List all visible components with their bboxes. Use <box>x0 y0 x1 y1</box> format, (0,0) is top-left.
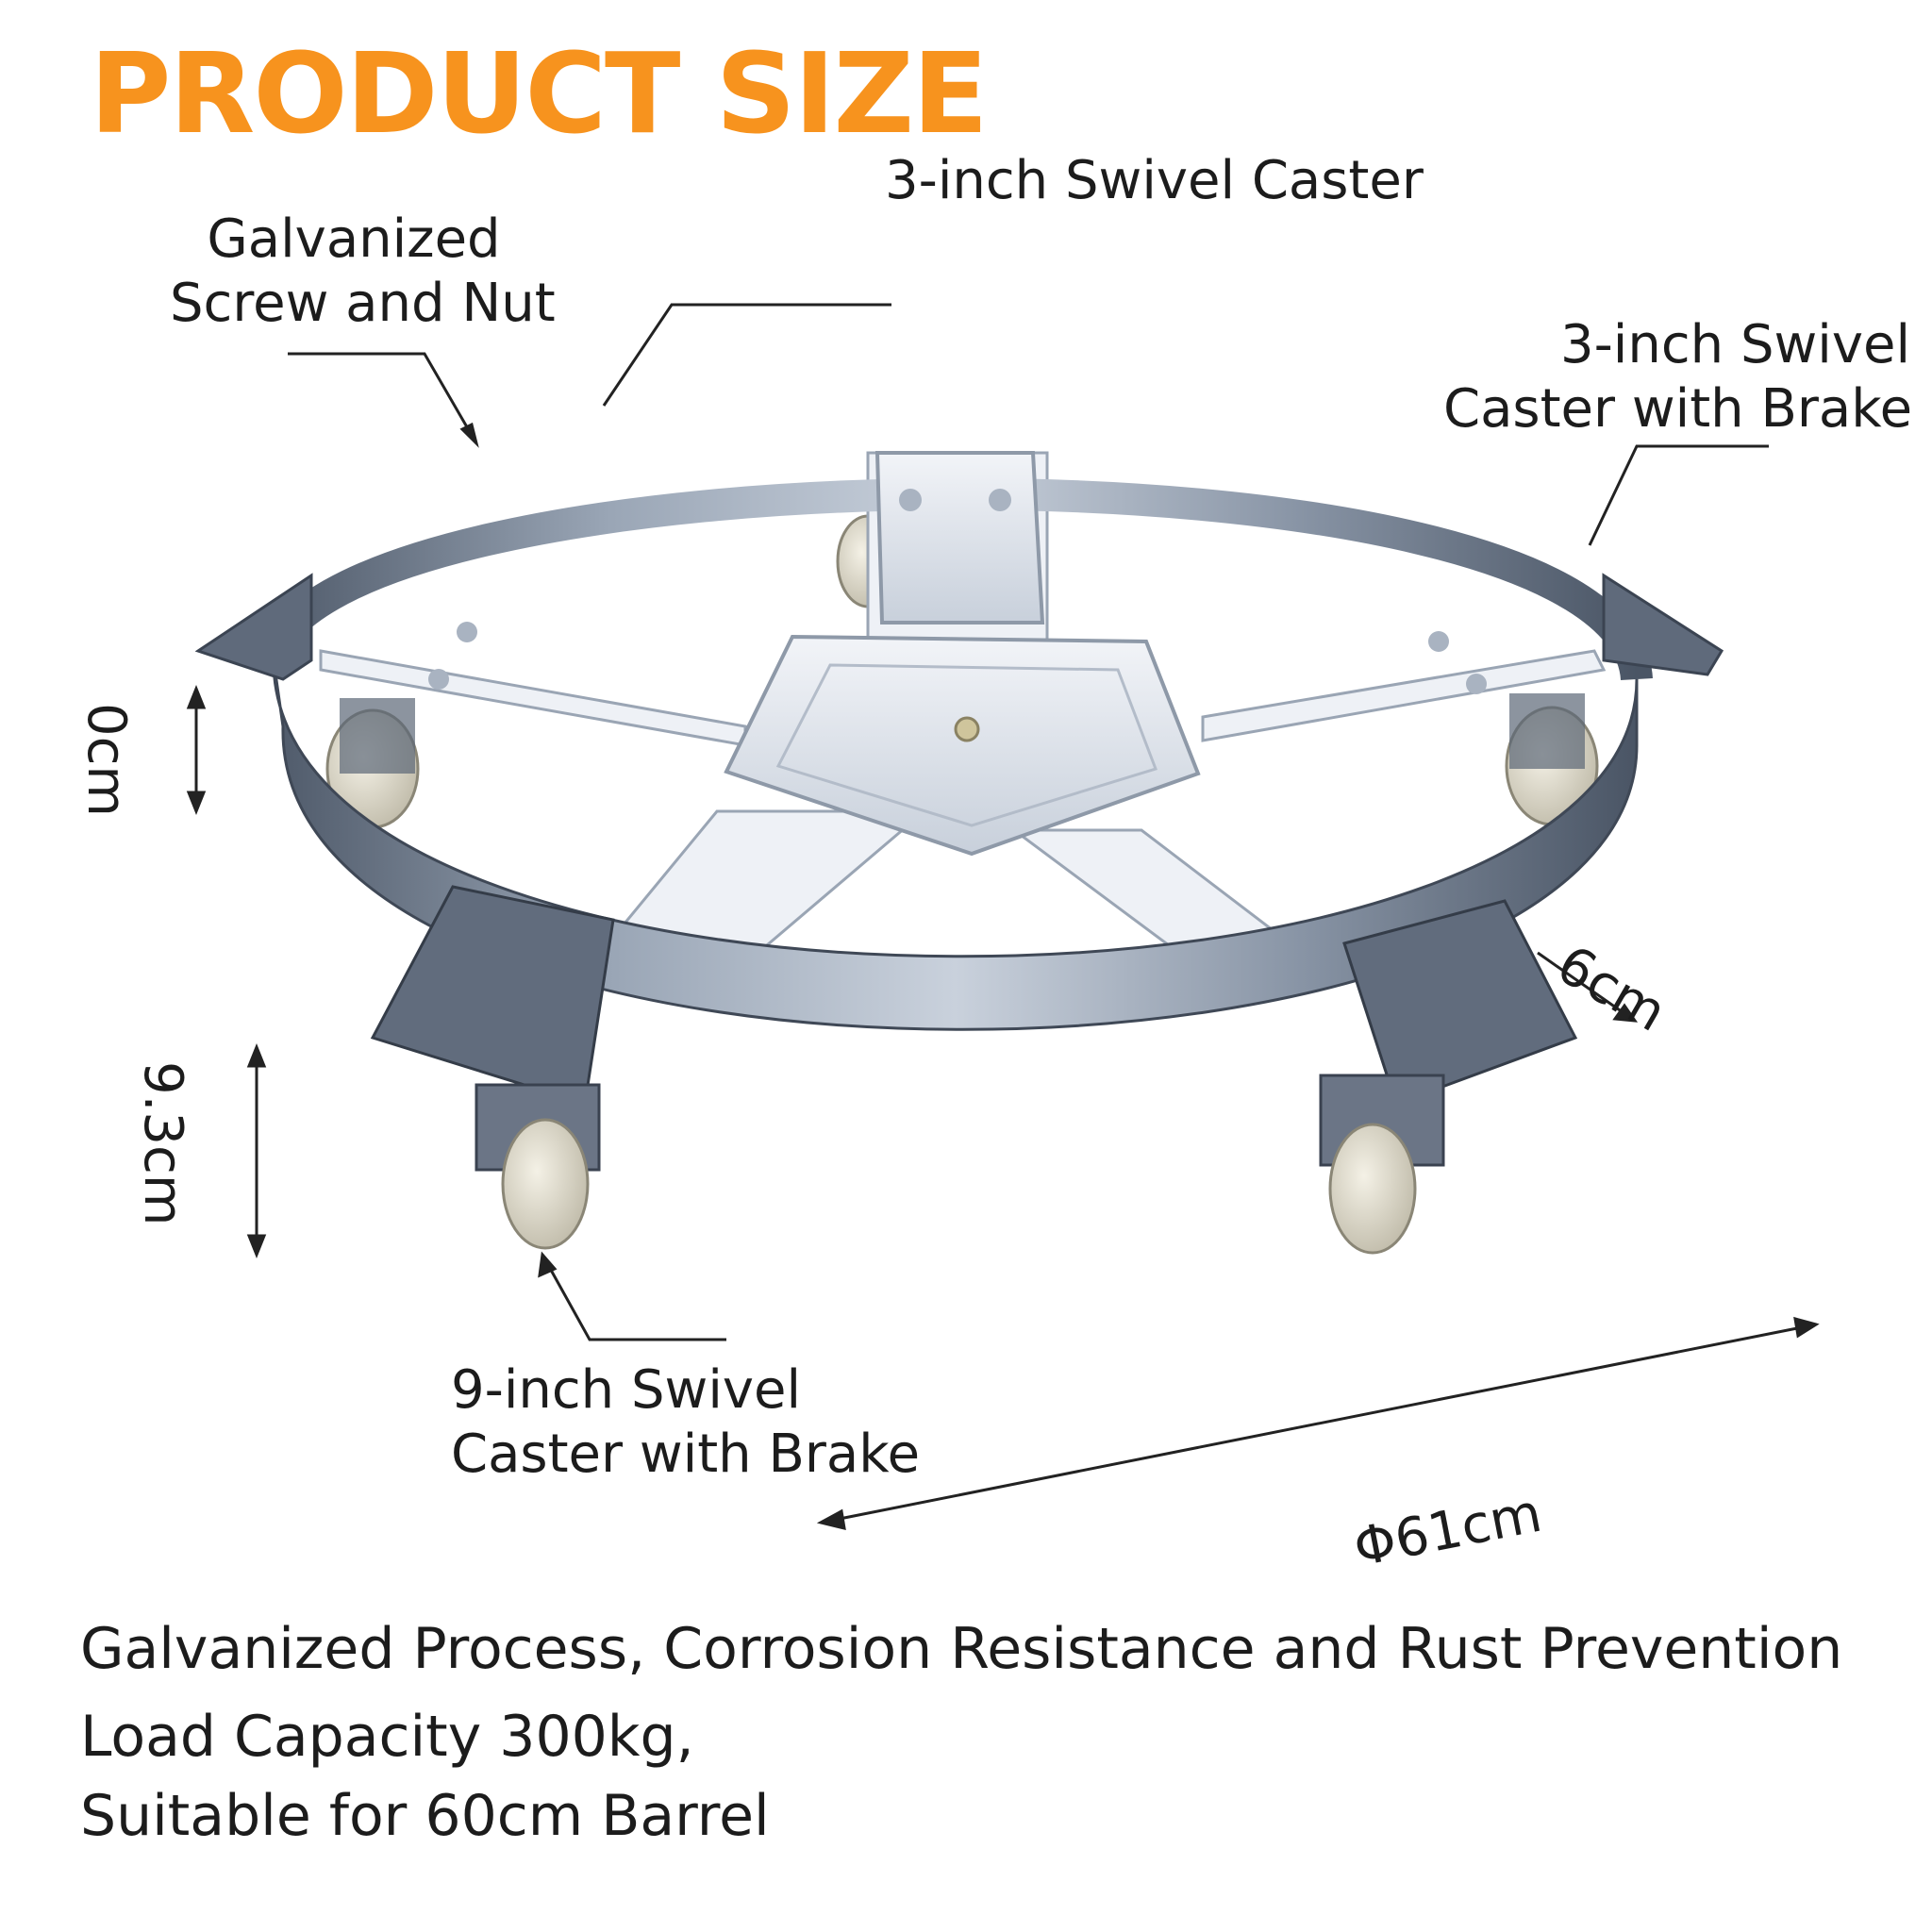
callout-right-caster-line1: 3-inch Swivel <box>1559 314 1910 375</box>
page-title: PRODUCT SIZE <box>90 28 989 158</box>
callout-top-caster: 3-inch Swivel Caster <box>885 150 1424 211</box>
callout-screw-nut-line1: Galvanized <box>207 208 501 270</box>
callout-bottom-caster: 9-inch Swivel Caster with Brake <box>451 1358 920 1487</box>
right-bracket <box>1602 573 1724 676</box>
leader-screw-nut <box>288 352 478 444</box>
band-width-arrow <box>1537 951 1633 1021</box>
callout-screw-nut: Galvanized Screw and Nut <box>170 208 556 336</box>
top-plate <box>874 451 1045 625</box>
leader-top-caster <box>602 303 891 407</box>
back-right-caster <box>1505 693 1599 826</box>
front-left-caster <box>475 1083 601 1250</box>
center-plate <box>724 634 1201 857</box>
dimension-arrows <box>186 684 1820 1530</box>
diameter-arrow <box>824 1324 1812 1524</box>
ring-height-label: 0cm <box>75 703 137 817</box>
back-left-caster <box>325 698 420 829</box>
left-bracket <box>194 573 313 681</box>
leader-right-caster <box>1588 444 1769 546</box>
front-left-bracket <box>370 885 615 1106</box>
callout-right-caster: 3-inch Swivel Caster with Brake <box>1443 313 1913 441</box>
front-right-caster <box>1319 1074 1445 1255</box>
callout-bottom-caster-line1: 9-inch Swivel <box>451 1359 802 1421</box>
callout-screw-nut-line2: Screw and Nut <box>170 273 556 334</box>
front-right-bracket <box>1342 899 1578 1106</box>
callout-right-caster-line2: Caster with Brake <box>1443 378 1913 440</box>
feature-corrosion: Galvanized Process, Corrosion Resistance… <box>80 1616 1843 1682</box>
callout-bottom-caster-line2: Caster with Brake <box>451 1424 921 1485</box>
feature-barrel-size: Suitable for 60cm Barrel <box>80 1783 770 1849</box>
leader-bottom-caster <box>541 1254 726 1341</box>
feature-load-capacity: Load Capacity 300kg, <box>80 1704 694 1770</box>
total-height-label: 9.3cm <box>132 1061 193 1226</box>
leader-lines <box>288 303 1769 1341</box>
